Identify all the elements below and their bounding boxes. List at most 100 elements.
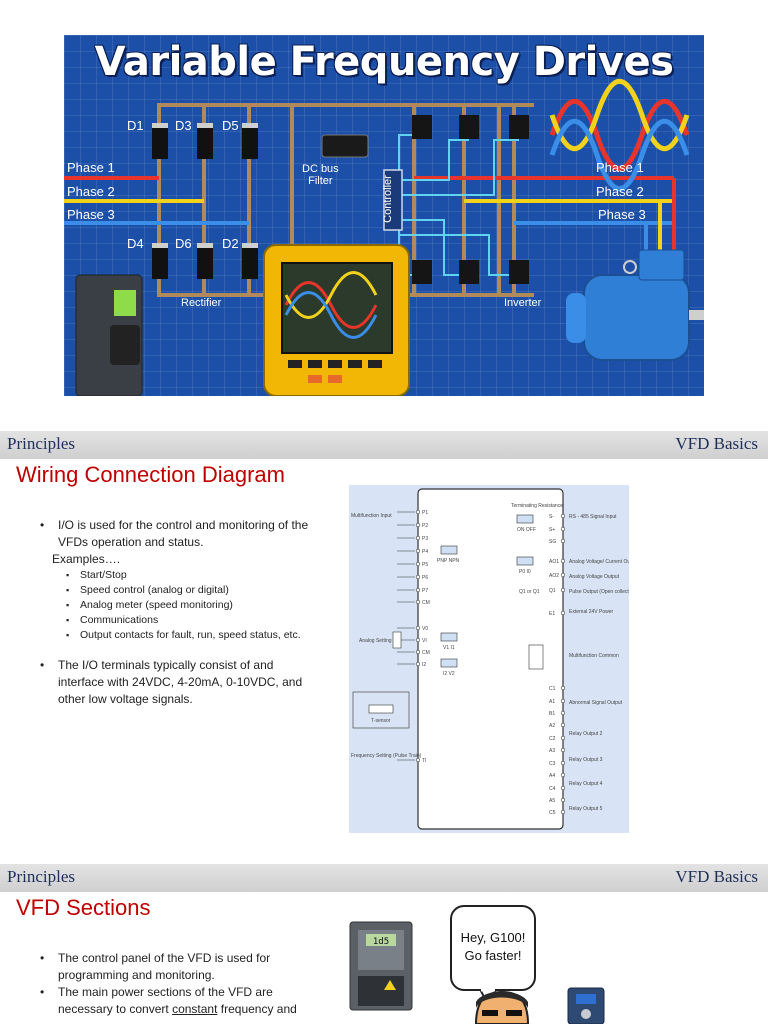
- right-terminal-dot: [560, 772, 566, 778]
- right-terminal-dot: [560, 760, 566, 766]
- left-terminal-dot: [415, 757, 421, 763]
- inverter-label: Inverter: [504, 297, 542, 309]
- right-terminal-dot: [560, 809, 566, 815]
- slide2-bullet-2: The main power sections of the VFD are n…: [40, 984, 322, 1018]
- right-terminal-label: B1: [549, 711, 555, 717]
- right-terminal-dot: [560, 587, 566, 593]
- phase1-right-label: Phase 1: [596, 160, 644, 175]
- right-terminal-dot: [560, 610, 566, 616]
- left-terminal-label: VI: [422, 638, 427, 644]
- slide1-subitem-1: Start/Stop: [64, 568, 320, 583]
- vfd-circuit-illustration: [64, 79, 704, 396]
- right-terminal-label: A4: [549, 773, 555, 779]
- right-terminal-label: A1: [549, 699, 555, 705]
- left-terminal-dot: [415, 599, 421, 605]
- left-terminal-dot: [415, 661, 421, 667]
- phase2-left-label: Phase 2: [67, 184, 115, 199]
- slide1-subitem-2: Speed control (analog or digital): [64, 583, 320, 598]
- diagram-right-label: Analog Voltage/ Current Output: [569, 559, 629, 565]
- left-terminal-label: CM: [422, 600, 430, 606]
- slide2-section-label: Principles: [7, 867, 75, 886]
- diode-label-d5: D5: [222, 118, 239, 133]
- right-terminal-label: C1: [549, 686, 556, 692]
- diagram-right-label: Analog Voltage Output: [569, 574, 620, 580]
- left-terminal-dot: [415, 625, 421, 631]
- right-terminal-label: AO2: [549, 573, 559, 579]
- phase3-left-label: Phase 3: [67, 207, 115, 222]
- diagram-label-frequency-setting: Frequency Setting (Pulse Train): [351, 753, 422, 759]
- diagram-label-terminating-resistance: Terminating Resistance: [511, 503, 563, 509]
- slide1-examples-label: Examples….: [52, 552, 121, 566]
- diagram-label-q1: Q1 or Q1: [519, 589, 540, 595]
- diagram-right-label: RS - 485 Signal Input: [569, 514, 617, 520]
- right-terminal-dot: [560, 710, 566, 716]
- slide2-bullet-2-text: The main power sections of the VFD are n…: [58, 985, 273, 1016]
- left-terminal-label: I2: [422, 662, 426, 668]
- phase2-right-label: Phase 2: [596, 184, 644, 199]
- slide1-bullet-list: I/O is used for the control and monitori…: [40, 517, 320, 708]
- right-terminal-dot: [560, 698, 566, 704]
- left-terminal-dot: [415, 637, 421, 643]
- speech-bubble: Hey, G100! Go faster!: [450, 905, 536, 991]
- right-terminal-dot: [560, 797, 566, 803]
- right-terminal-label: C5: [549, 810, 556, 816]
- left-terminal-label: P4: [422, 549, 428, 555]
- vfd-drive-image: 1d5: [349, 921, 413, 1011]
- rectifier-label: Rectifier: [181, 297, 222, 309]
- diagram-right-label: Relay Output 4: [569, 781, 603, 787]
- right-terminal-dot: [560, 735, 566, 741]
- diode-label-d3: D3: [175, 118, 192, 133]
- slide1-header: Principles VFD Basics: [0, 431, 768, 459]
- slide1-course-label: VFD Basics: [675, 434, 758, 453]
- right-terminal-dot: [560, 538, 566, 544]
- right-terminal-label: S-: [549, 514, 554, 520]
- diagram-label-i2-v2: I2 V2: [443, 671, 455, 677]
- slide2-bullet-list: The control panel of the VFD is used for…: [40, 950, 322, 1018]
- slide2-bullet-2-text-end: frequency and: [217, 1002, 297, 1016]
- left-terminal-label: P1: [422, 510, 428, 516]
- diagram-right-label: Relay Output 5: [569, 806, 603, 812]
- diagram-label-analog-setting: Analog Setting: [359, 638, 392, 644]
- slide2-bullet-2-underlined: constant: [172, 1002, 218, 1016]
- left-terminal-dot: [415, 574, 421, 580]
- right-terminal-label: C4: [549, 786, 556, 792]
- slide1-subitem-5: Output contacts for fault, run, speed st…: [64, 628, 320, 643]
- diagram-right-label: Relay Output 2: [569, 731, 603, 737]
- right-terminal-label: C3: [549, 761, 556, 767]
- slide1-bullet-1: I/O is used for the control and monitori…: [40, 517, 320, 551]
- left-terminal-label: P6: [422, 575, 428, 581]
- diagram-label-t-sensor: T-sensor: [371, 718, 391, 724]
- left-terminal-dot: [415, 535, 421, 541]
- right-terminal-label: C2: [549, 736, 556, 742]
- diagram-label-pnp-npn: PNP NPN: [437, 558, 460, 564]
- left-terminal-dot: [415, 548, 421, 554]
- right-terminal-dot: [560, 785, 566, 791]
- speech-bubble-text: Hey, G100! Go faster!: [460, 930, 526, 963]
- right-terminal-dot: [560, 747, 566, 753]
- slide1-subitem-4: Communications: [64, 613, 320, 628]
- left-terminal-dot: [415, 522, 421, 528]
- diagram-right-label: External 24V Power: [569, 609, 614, 615]
- right-terminal-label: E1: [549, 611, 555, 617]
- slide2-bullet-1: The control panel of the VFD is used for…: [40, 950, 322, 984]
- dc-bus-filter-label: DC bus Filter: [302, 163, 339, 187]
- diagram-right-label: Multifunction Common: [569, 653, 619, 659]
- right-terminal-label: A2: [549, 723, 555, 729]
- left-terminal-dot: [415, 649, 421, 655]
- controller-label: Controller: [381, 175, 394, 223]
- diagram-right-label: Pulse Output (Open collector): [569, 589, 629, 595]
- right-terminal-dot: [560, 513, 566, 519]
- diagram-label-p0-i0: P0 I0: [519, 569, 531, 575]
- left-terminal-label: P2: [422, 523, 428, 529]
- slide1-title: Wiring Connection Diagram: [16, 462, 285, 487]
- right-terminal-dot: [560, 722, 566, 728]
- diagram-label-v1-i1: V1 I1: [443, 645, 455, 651]
- left-terminal-label: CM: [422, 650, 430, 656]
- small-drive-image: [567, 987, 605, 1024]
- diode-label-d6: D6: [175, 236, 192, 251]
- slide2-title: VFD Sections: [16, 895, 151, 920]
- slide1-subitem-3: Analog meter (speed monitoring): [64, 598, 320, 613]
- right-terminal-label: Q1: [549, 588, 556, 594]
